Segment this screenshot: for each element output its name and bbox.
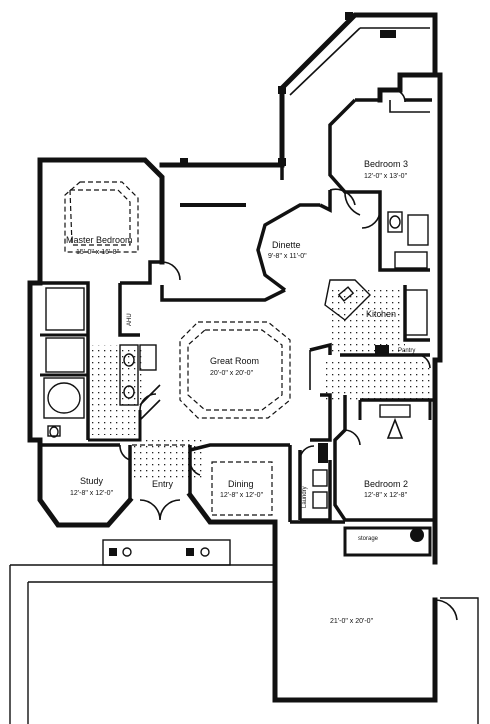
bedroom3-label: Bedroom 3 — [364, 159, 408, 169]
doors — [119, 89, 458, 621]
dining-label: Dining — [228, 479, 254, 489]
bath2-fixtures — [387, 100, 430, 269]
great-room-size: 20'-0" x 20'-0" — [210, 370, 254, 377]
study-label: Study — [80, 476, 104, 486]
storage-label: storage — [358, 536, 379, 542]
laundry-label: Laundry — [302, 486, 308, 508]
garage-size: 21'-0" x 20'-0" — [330, 618, 374, 625]
bedroom2-size: 12'-8" x 12'-8" — [364, 492, 408, 499]
bedroom3-size: 12'-0" x 13'-0" — [364, 173, 408, 180]
entry-label: Entry — [152, 479, 174, 489]
kitchen-fixtures — [309, 279, 428, 390]
master-bath-fixtures — [43, 287, 161, 438]
pantry-label: Pantry — [398, 348, 415, 354]
room-labels: Master Bedroom 15'-0" x 16'-8" Bedroom 3… — [66, 159, 415, 625]
driveway — [9, 564, 479, 724]
front-stoop — [102, 539, 231, 566]
great-room-label: Great Room — [210, 356, 259, 366]
laundry-fixtures — [312, 404, 411, 509]
dining-size: 12'-8" x 12'-0" — [220, 492, 264, 499]
lanai-outline — [281, 14, 435, 96]
dinette-size: 9'-8" x 11'-0" — [268, 253, 307, 260]
master-bedroom-label: Master Bedroom — [66, 235, 133, 245]
dinette-label: Dinette — [272, 240, 301, 250]
column-marks — [180, 12, 424, 542]
kitchen-label: Kitchen — [366, 309, 396, 319]
master-bedroom-size: 15'-0" x 16'-8" — [76, 249, 120, 256]
ahu-label: AHU — [127, 313, 133, 326]
bedroom2-label: Bedroom 2 — [364, 479, 408, 489]
ceiling-outlines — [64, 181, 291, 516]
exterior-walls — [27, 12, 443, 703]
study-size: 12'-8" x 12'-0" — [70, 490, 114, 497]
interior-walls — [38, 98, 435, 557]
